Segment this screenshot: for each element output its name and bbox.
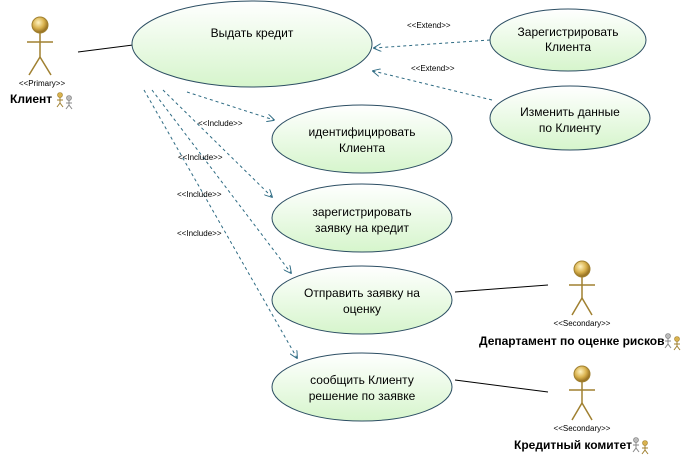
actor-type-icon [632,437,649,455]
actor-client-name: Клиент [10,92,52,106]
use-case-issue-credit-line1: Выдать кредит [211,26,294,40]
use-case-register-client[interactable]: Зарегистрировать Клиента [489,8,647,72]
actor-credit-committee[interactable]: <<Secondary>> Кредитный комитет [514,365,649,455]
actor-risk-dept[interactable]: <<Secondary>> Департамент по оценке риск… [479,260,681,351]
actor-type-icon [664,333,681,351]
include-send-application [151,89,291,273]
include-label-4: <<Include>> [177,229,222,238]
use-case-register-application[interactable]: зарегистрировать заявку на кредит [271,183,453,253]
use-case-register-application-line2: заявку на кредит [315,221,409,235]
association-send-application-risk-dept [454,284,549,293]
include-label-1: <<Include>> [198,119,243,128]
actor-credit-committee-stereotype: <<Secondary>> [554,424,611,433]
actor-type-icon [56,92,73,110]
extend-label-2: <<Extend>> [411,64,455,73]
use-case-identify-client[interactable]: идентифицировать Клиента [271,104,453,174]
actor-credit-committee-name: Кредитный комитет [514,438,632,452]
use-case-issue-credit[interactable]: Выдать кредит [131,0,373,88]
use-case-change-client-data-line1: Изменить данные [520,105,620,119]
use-case-send-application[interactable]: Отправить заявку на оценку [271,265,453,335]
use-case-register-application-line1: зарегистрировать [312,205,411,219]
include-identify-client [186,91,274,120]
association-notify-client-committee [454,379,549,393]
use-case-register-client-line2: Клиента [545,40,591,54]
use-case-send-application-line1: Отправить заявку на [304,286,420,300]
include-label-3: <<Include>> [177,190,222,199]
use-case-send-application-line2: оценку [343,302,381,316]
use-case-notify-client-line2: решение по заявке [309,389,416,403]
include-label-2: <<Include>> [178,153,223,162]
actor-risk-dept-name: Департамент по оценке рисков [479,334,665,348]
actor-figure-icon [27,16,53,76]
include-register-application [162,89,272,197]
use-case-notify-client[interactable]: сообщить Клиенту решение по заявке [271,352,453,422]
use-case-register-client-line1: Зарегистрировать [518,25,619,39]
actor-client-stereotype: <<Primary>> [19,79,66,88]
actor-figure-icon [569,260,595,316]
actor-client[interactable]: <<Primary>> Клиент [10,16,73,110]
use-case-identify-client-line1: идентифицировать [308,125,415,139]
use-case-change-client-data-line2: по Клиенту [539,121,601,135]
actor-figure-icon [569,365,595,421]
use-case-notify-client-line1: сообщить Клиенту [310,373,414,387]
use-case-change-client-data[interactable]: Изменить данные по Клиенту [489,85,651,151]
use-case-identify-client-line2: Клиента [339,141,385,155]
extend-change-client-data [373,71,493,101]
association-client-issue-credit [77,44,134,53]
extend-register-client [374,39,491,48]
extend-label-1: <<Extend>> [407,21,451,30]
actor-risk-dept-stereotype: <<Secondary>> [554,319,611,328]
